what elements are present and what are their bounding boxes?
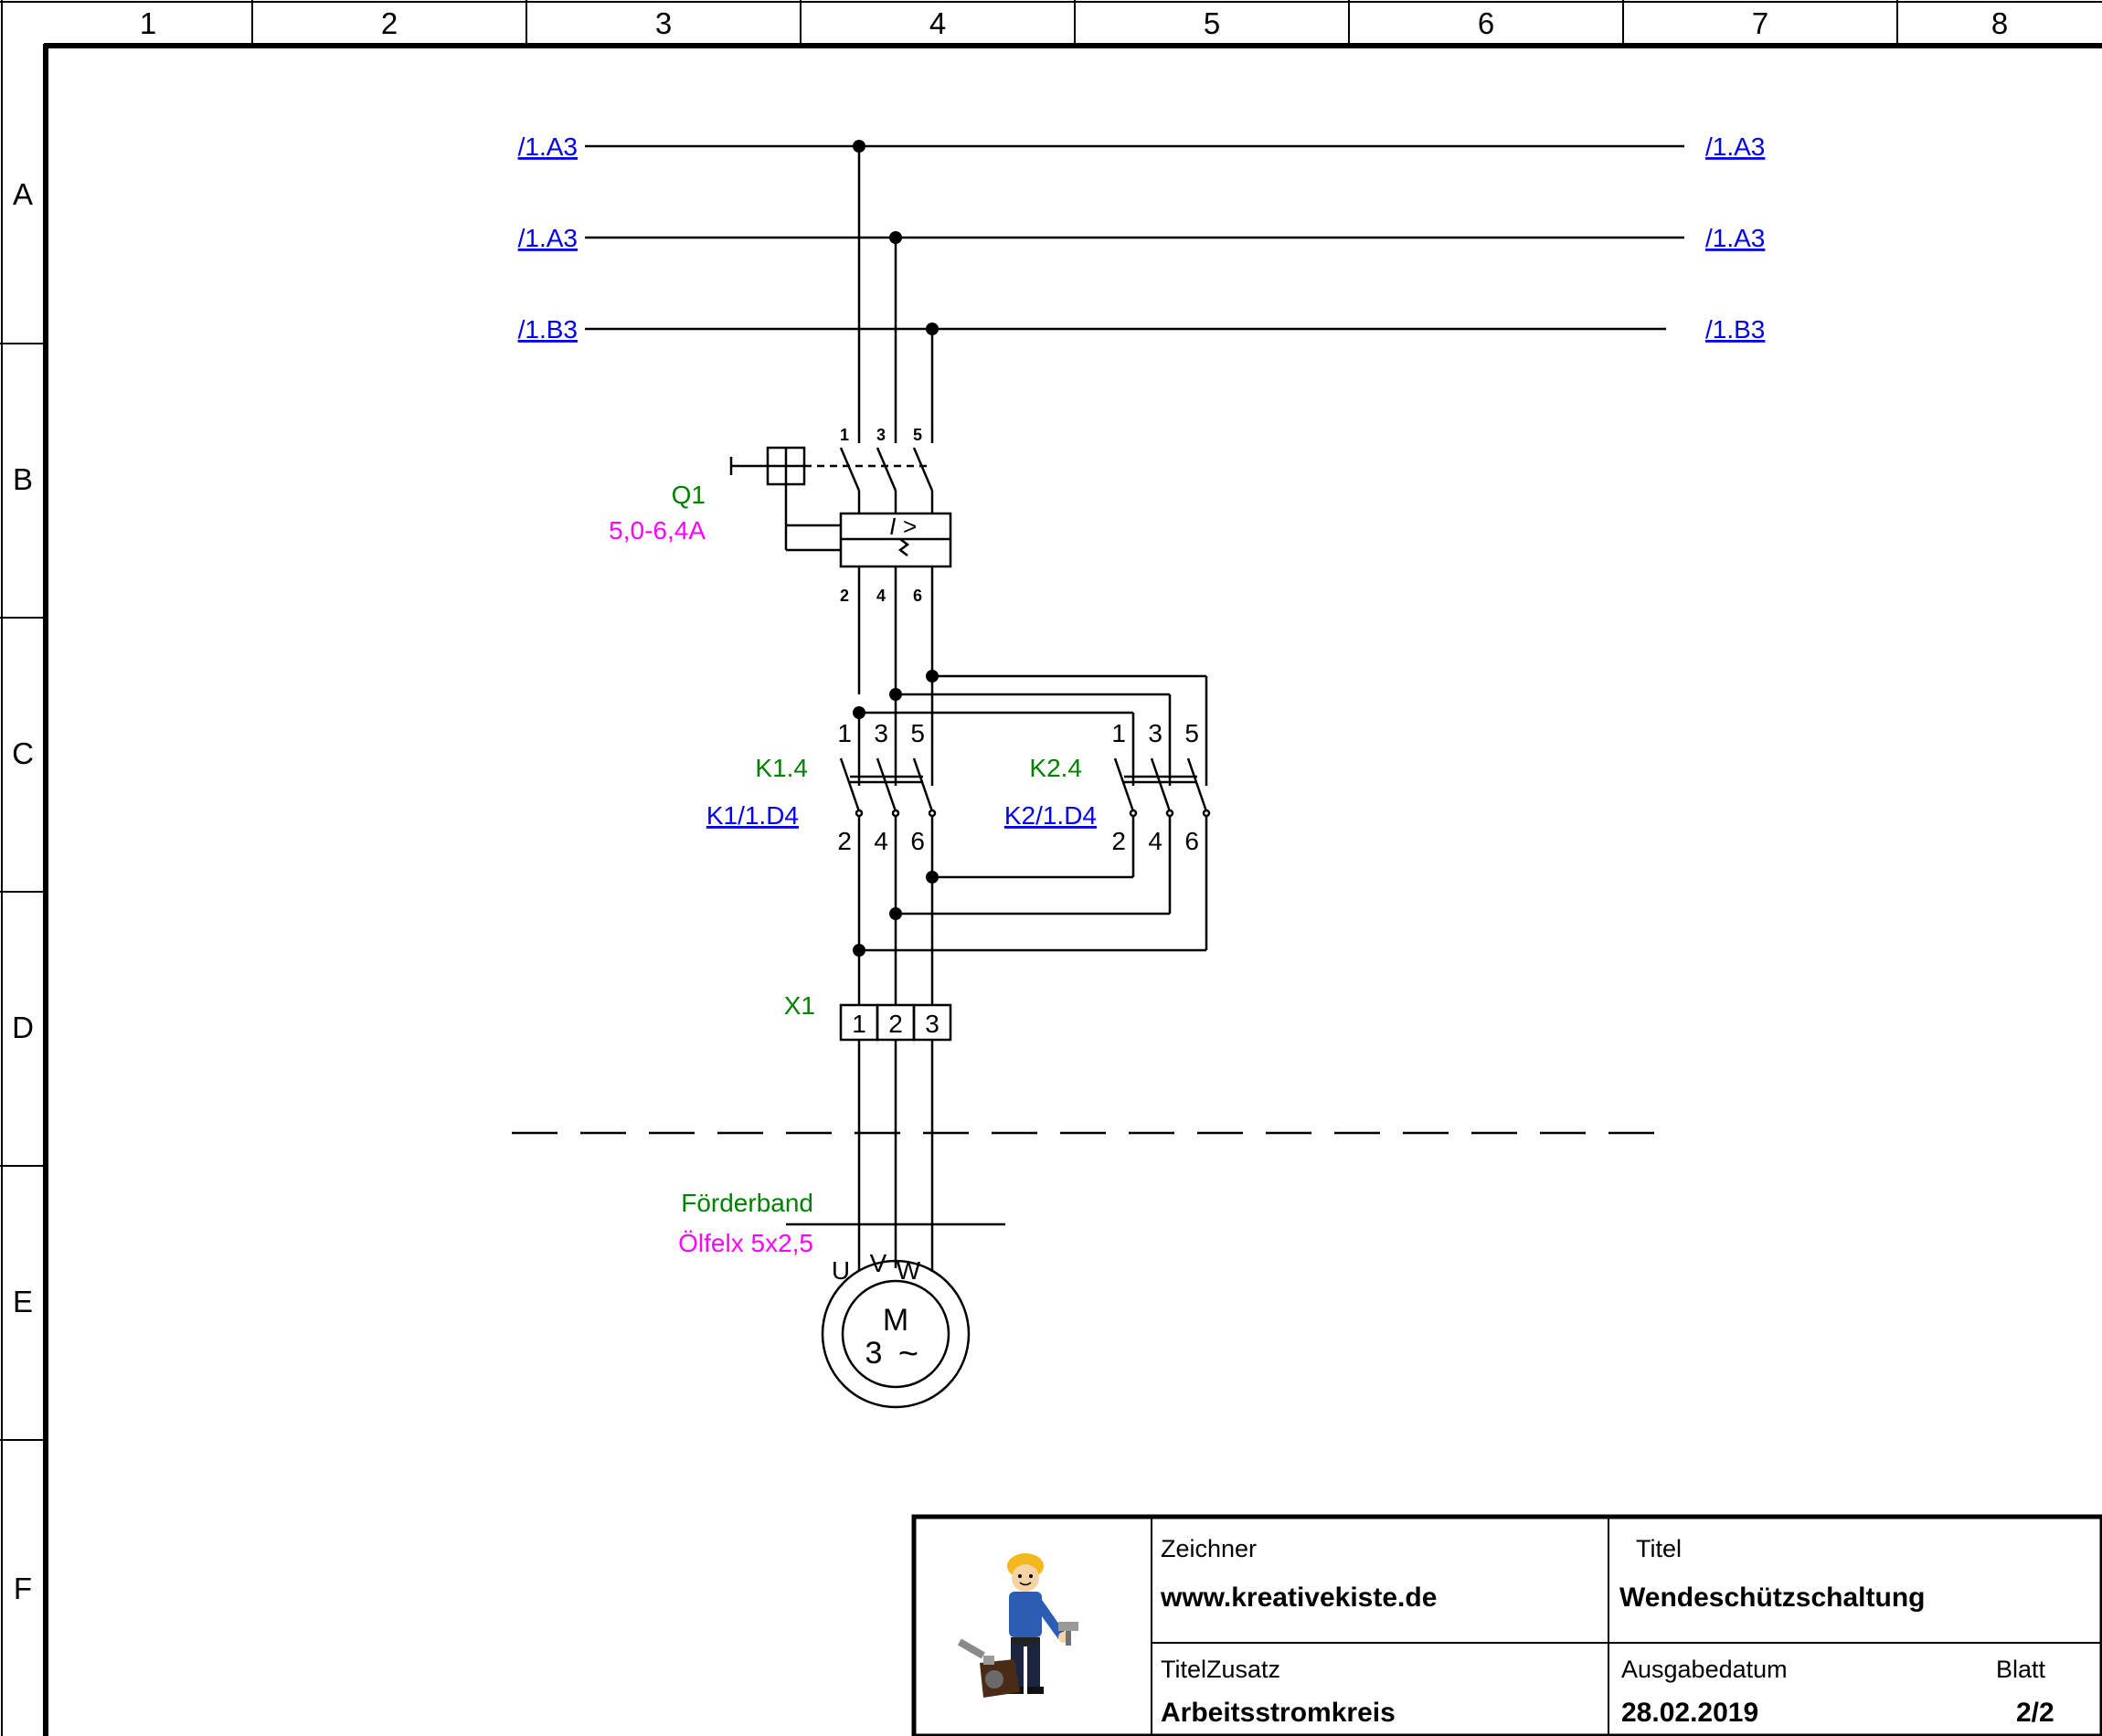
k1-contactor: 1 3 5 2 4 6 K1.4 K1/1.D4 (706, 719, 937, 950)
motor-cable: Förderband Ölfelx 5x2,5 (678, 1189, 1005, 1257)
row-label: C (12, 736, 34, 770)
x1-terminal-strip: 1 2 3 X1 (784, 991, 952, 1272)
ref-link-l1-right[interactable]: /1.A3 (1705, 132, 1765, 161)
row-label: D (12, 1011, 34, 1044)
row-label: E (13, 1285, 33, 1318)
k2-pin: 1 (1111, 719, 1126, 747)
q1-label: Q1 (672, 481, 706, 509)
motor-outer-circle (821, 1259, 971, 1409)
drawer-value: www.kreativekiste.de (1160, 1583, 1437, 1613)
motor-terminal: W (897, 1256, 921, 1285)
q1-pin: 6 (913, 587, 922, 605)
motor-tilde: ~ (898, 1335, 918, 1373)
sheet-value: 2/2 (2016, 1698, 2054, 1728)
q1-release-symbol: I > (889, 513, 917, 540)
row-labels: A B C D E F (12, 177, 34, 1605)
cable-type: Ölfelx 5x2,5 (678, 1229, 813, 1257)
k2-pin: 3 (1148, 719, 1162, 747)
title-value: Wendeschützschaltung (1619, 1583, 1925, 1613)
k1-pin: 1 (837, 719, 852, 747)
date-value: 28.02.2019 (1621, 1698, 1758, 1728)
junction-dot (889, 688, 902, 701)
ref-l3-left: /1.B3 (518, 315, 578, 344)
sheet-label: Blatt (1996, 1656, 2046, 1683)
ref-link-l3-right[interactable]: /1.B3 (1705, 315, 1765, 344)
title-block: Zeichner www.kreativekiste.de Titel Wend… (911, 1514, 2102, 1736)
q1-pin: 3 (876, 426, 886, 444)
ref-l1-right: /1.A3 (1705, 132, 1765, 161)
logo-figure (957, 1553, 1078, 1698)
ref-link-l2-left[interactable]: /1.A3 (518, 224, 578, 252)
ref-link-k1[interactable]: K1/1.D4 (706, 801, 799, 830)
date-label: Ausgabedatum (1621, 1656, 1788, 1683)
column-label: 8 (1991, 6, 2008, 40)
junction-dot (853, 706, 865, 719)
ref-link-l1-left[interactable]: /1.A3 (518, 132, 578, 161)
ref-k1: K1/1.D4 (706, 801, 799, 830)
x1-terminal: 1 (852, 1010, 866, 1038)
cable-name: Förderband (681, 1189, 813, 1217)
k1-pin: 5 (910, 719, 925, 747)
column-labels: 1 2 3 4 5 6 7 8 (140, 6, 2008, 40)
subtitle-value: Arbeitsstromkreis (1161, 1698, 1396, 1728)
motor-terminal: V (870, 1249, 887, 1277)
subtitle-label: TitelZusatz (1161, 1656, 1280, 1683)
motor-phase: 3 (865, 1336, 883, 1371)
q1-motor-protection-switch: I > 1 3 5 2 4 6 Q1 5,0-6,4A (609, 146, 952, 694)
contactor-bridging (853, 670, 1208, 786)
x1-terminal: 3 (925, 1010, 940, 1038)
q1-pin: 2 (840, 587, 849, 605)
row-label: A (13, 177, 33, 211)
ref-k2: K2/1.D4 (1004, 801, 1097, 830)
k1-pin: 3 (874, 719, 888, 747)
ref-link-k2[interactable]: K2/1.D4 (1004, 801, 1097, 830)
ref-link-l2-right[interactable]: /1.A3 (1705, 224, 1765, 252)
junction-dot (926, 670, 939, 683)
q1-pin: 5 (913, 426, 922, 444)
motor-letter: M (883, 1303, 908, 1338)
column-label: 7 (1752, 6, 1768, 40)
column-label: 5 (1204, 6, 1220, 40)
phase-reversal-wiring (853, 816, 1208, 1005)
k2-contactor: 1 3 5 2 4 6 K2.4 K2/1.D4 (1004, 719, 1211, 855)
q1-rating: 5,0-6,4A (609, 516, 706, 545)
motor-symbol: U V W M 3 ~ (821, 1249, 971, 1409)
ref-l3-right: /1.B3 (1705, 315, 1765, 344)
row-label: B (13, 462, 33, 496)
k1-pin: 2 (837, 827, 852, 855)
k2-pin: 6 (1184, 827, 1199, 855)
title-label: Titel (1636, 1535, 1682, 1562)
ref-l2-left: /1.A3 (518, 224, 578, 252)
k2-pin: 4 (1148, 827, 1162, 855)
k2-pin: 5 (1184, 719, 1199, 747)
ref-l1-left: /1.A3 (518, 132, 578, 161)
supply-lines (585, 140, 1684, 335)
drawer-label: Zeichner (1161, 1535, 1257, 1562)
ref-link-l3-left[interactable]: /1.B3 (518, 315, 578, 344)
x1-label: X1 (784, 991, 815, 1020)
x1-terminal: 2 (888, 1010, 903, 1038)
column-label: 4 (929, 6, 946, 40)
ref-l2-right: /1.A3 (1705, 224, 1765, 252)
title-block-frame (911, 1514, 2102, 1736)
column-label: 2 (381, 6, 398, 40)
k1-pin: 4 (874, 827, 888, 855)
k2-label: K2.4 (1029, 754, 1082, 782)
row-label: F (14, 1572, 32, 1605)
k2-pin: 2 (1111, 827, 1126, 855)
motor-terminal: U (832, 1256, 850, 1285)
cross-references: /1.A3 /1.A3 /1.A3 /1.A3 /1.B3 /1.B3 (518, 132, 1766, 344)
motor-inner-circle (841, 1279, 950, 1389)
column-label: 6 (1478, 6, 1494, 40)
column-label: 1 (140, 6, 156, 40)
column-label: 3 (655, 6, 672, 40)
k1-pin: 6 (910, 827, 925, 855)
q1-pin: 4 (876, 587, 886, 605)
k1-label: K1.4 (755, 754, 808, 782)
q1-pin: 1 (840, 426, 849, 444)
